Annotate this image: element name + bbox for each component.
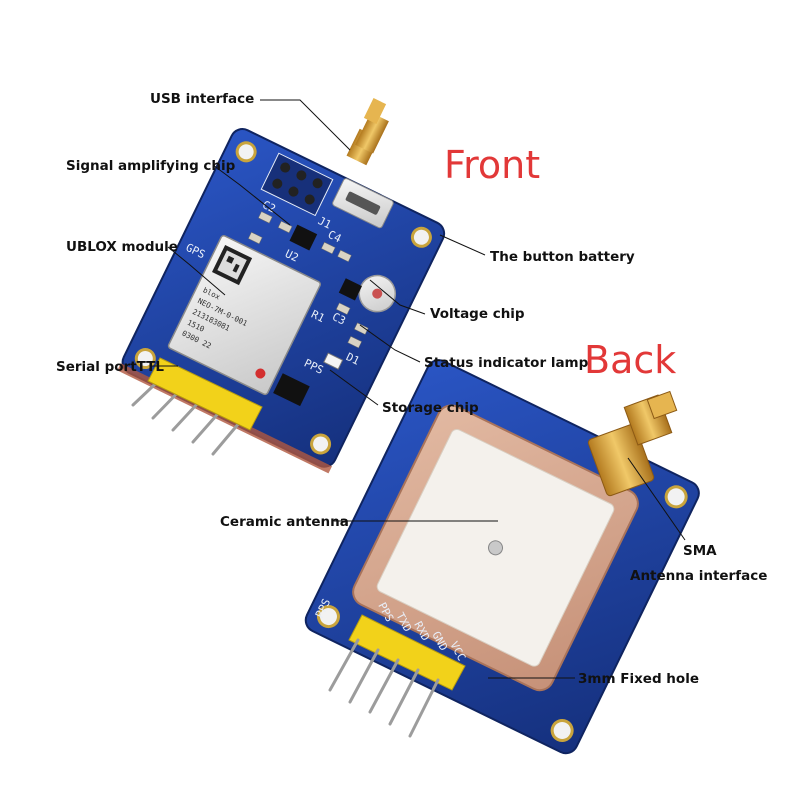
svg-text:3mm Fixed hole: 3mm Fixed hole — [578, 671, 699, 687]
silk-d1: D1 — [344, 350, 362, 367]
back-mount-hole-tr — [664, 485, 688, 509]
callout-fixed-hole: 3mm Fixed hole — [488, 671, 699, 687]
silk-c3: C3 — [330, 310, 348, 327]
back-sma-connector — [587, 390, 678, 497]
signal-amplifying-chip — [289, 224, 318, 251]
svg-text:Antenna interface: Antenna interface — [630, 568, 767, 584]
heading-front: Front — [444, 143, 540, 187]
callout-storage-chip: Storage chip — [329, 369, 479, 416]
callout-voltage-chip: Voltage chip — [369, 279, 525, 322]
callout-button-battery: The button battery — [439, 234, 635, 265]
svg-text:The button battery: The button battery — [490, 249, 635, 265]
callout-status-indicator-lamp: Status indicator lamp — [359, 324, 589, 371]
smd-components — [248, 211, 369, 349]
svg-text:Voltage chip: Voltage chip — [430, 306, 525, 322]
svg-text:UBLOX module: UBLOX module — [66, 239, 178, 255]
back-header-pins — [328, 614, 466, 738]
svg-text:Status indicator lamp: Status indicator lamp — [424, 355, 589, 371]
front-mount-hole-bl — [134, 348, 156, 370]
silk-c4: C4 — [326, 228, 344, 246]
heading-back: Back — [584, 338, 676, 382]
status-indicator-lamp — [323, 352, 344, 370]
front-mount-hole-tr — [410, 226, 432, 248]
usb-connector — [332, 178, 394, 229]
callout-serial-port-ttl: Serial portTTL — [56, 359, 178, 375]
front-mount-hole-br — [310, 433, 332, 455]
callout-ceramic-antenna: Ceramic antenna — [220, 514, 498, 530]
ceramic-antenna-patch — [352, 404, 639, 692]
storage-chip — [273, 373, 310, 407]
front-board: blox NEO-7M-0-001 213183081 1510 0300 22… — [117, 128, 446, 474]
svg-text:Serial portTTL: Serial portTTL — [56, 359, 164, 375]
ublox-module: blox NEO-7M-0-001 213183081 1510 0300 22 — [167, 235, 321, 396]
svg-text:Signal amplifying chip: Signal amplifying chip — [66, 158, 236, 174]
back-mount-hole-bl — [316, 605, 340, 629]
callout-signal-amplifying-chip: Signal amplifying chip — [66, 158, 291, 226]
front-mount-hole-tl — [235, 141, 257, 163]
front-header-pins — [131, 357, 263, 456]
j1-header-pads — [260, 152, 334, 217]
silk-r1: R1 — [309, 308, 327, 325]
callout-sma-antenna-interface: SMA Antenna interface — [627, 457, 767, 584]
callout-ublox-module: UBLOX module — [66, 239, 226, 296]
svg-text:Storage chip: Storage chip — [382, 400, 479, 416]
svg-text:Ceramic antenna: Ceramic antenna — [220, 514, 349, 530]
svg-text:SMA: SMA — [683, 543, 717, 559]
back-mount-hole-br — [550, 719, 574, 743]
svg-text:USB interface: USB interface — [150, 91, 254, 107]
silk-u2: U2 — [283, 247, 301, 264]
front-sma-connector — [346, 98, 389, 166]
silk-j1: J1 — [316, 214, 334, 231]
voltage-chip — [338, 278, 362, 301]
callout-usb-interface: USB interface — [150, 91, 351, 151]
